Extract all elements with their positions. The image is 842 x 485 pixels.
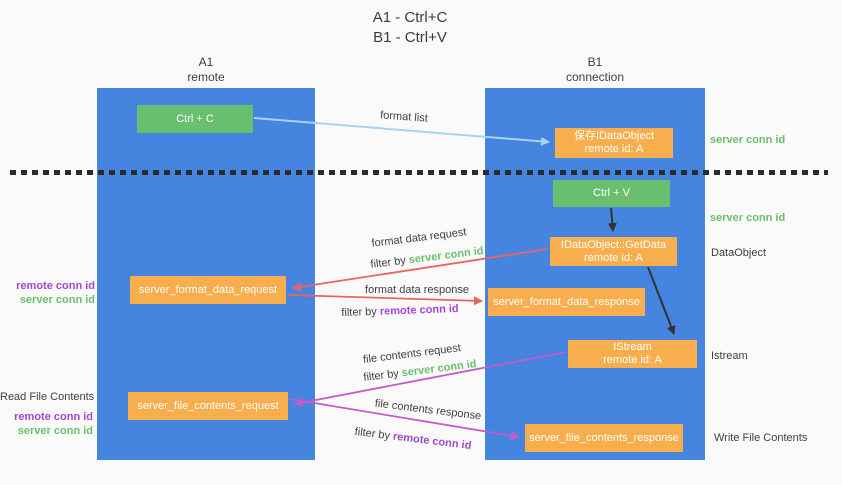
filter-by-text-2: filter by [341,305,381,320]
lifeline-b1-role: connection [565,70,625,84]
filter-by-text-4: filter by [354,425,394,443]
right-label-server-conn-id-1: server conn id [710,134,786,146]
arrow-label-filter-by-server-conn-id-1: filter by server conn id [370,245,484,271]
left-label-conn-ids-2: remote conn id server conn id [0,410,93,438]
node-server-file-contents-response: server_file_contents_response [525,424,683,452]
title-line-2: B1 - Ctrl+V [373,29,447,46]
filter-id-text-3: server conn id [401,358,478,380]
left-label-remote-conn-id-1: remote conn id [16,280,95,292]
lifeline-b1-name: B1 [587,55,603,69]
node-server-format-data-response: server_format_data_response [488,288,645,316]
lifeline-header-a1: A1 remote [97,55,315,85]
node-ctrl-c: Ctrl + C [137,105,253,133]
node-idataobject-getdata: IDataObject::GetData remote id: A [550,237,677,266]
node-server-file-contents-request: server_file_contents_request [128,392,288,420]
phase-separator-dotted-line [10,170,828,175]
right-label-istream: Istream [711,350,748,362]
node-server-file-contents-response-label: server_file_contents_response [529,431,679,444]
left-label-server-conn-id-1: server conn id [19,294,95,306]
lifeline-header-b1: B1 connection [485,55,705,85]
filter-by-text-3: filter by [362,367,403,384]
left-label-server-conn-id-2: server conn id [17,425,93,437]
left-label-read-file-contents: Read File Contents [0,391,95,403]
lifeline-a1-name: A1 [198,55,214,69]
arrow-label-format-list: format list [379,109,429,125]
node-istream-line1: IStream [613,341,652,353]
node-istream-line2: remote id: A [603,354,662,366]
diagram-title: A1 - Ctrl+C B1 - Ctrl+V [310,8,510,48]
filter-id-text-1: server conn id [408,245,485,267]
right-label-dataobject: DataObject [711,247,767,259]
node-save-idataobject-line2: remote id: A [584,143,644,155]
node-idataobject-getdata-line2: remote id: A [584,251,643,264]
left-label-remote-conn-id-2: remote conn id [14,411,93,423]
arrow-label-format-data-request: format data request [370,226,468,250]
node-server-format-data-request: server_format_data_request [130,276,286,304]
node-save-idataobject: 保存IDataObject remote id: A [555,128,673,158]
node-server-format-data-request-label: server_format_data_request [138,283,278,296]
left-label-conn-ids-1: remote conn id server conn id [0,279,95,307]
node-server-format-data-response-label: server_format_data_response [493,295,640,308]
node-ctrl-c-label: Ctrl + C [176,112,214,125]
arrow-label-file-contents-response: file contents response [374,397,482,423]
node-ctrl-v: Ctrl + V [553,180,670,207]
arrow-label-filter-by-remote-conn-id-1: filter by remote conn id [341,303,459,319]
arrow-label-format-data-response: format data response [365,284,469,296]
node-server-file-contents-request-label: server_file_contents_request [137,399,279,412]
lifeline-a1-role: remote [187,70,225,84]
right-label-write-file-contents: Write File Contents [714,432,808,444]
filter-by-text-1: filter by [369,254,410,271]
filter-id-text-2: remote conn id [379,302,459,318]
filter-id-text-4: remote conn id [392,430,472,453]
title-line-1: A1 - Ctrl+C [372,9,448,26]
node-save-idataobject-line1: 保存IDataObject [573,130,655,142]
node-ctrl-v-label: Ctrl + V [593,187,630,199]
node-idataobject-getdata-line1: IDataObject::GetData [560,238,667,251]
right-label-server-conn-id-2: server conn id [710,212,786,224]
node-istream: IStream remote id: A [568,340,697,368]
arrow-label-filter-by-remote-conn-id-2: filter by remote conn id [354,426,472,452]
